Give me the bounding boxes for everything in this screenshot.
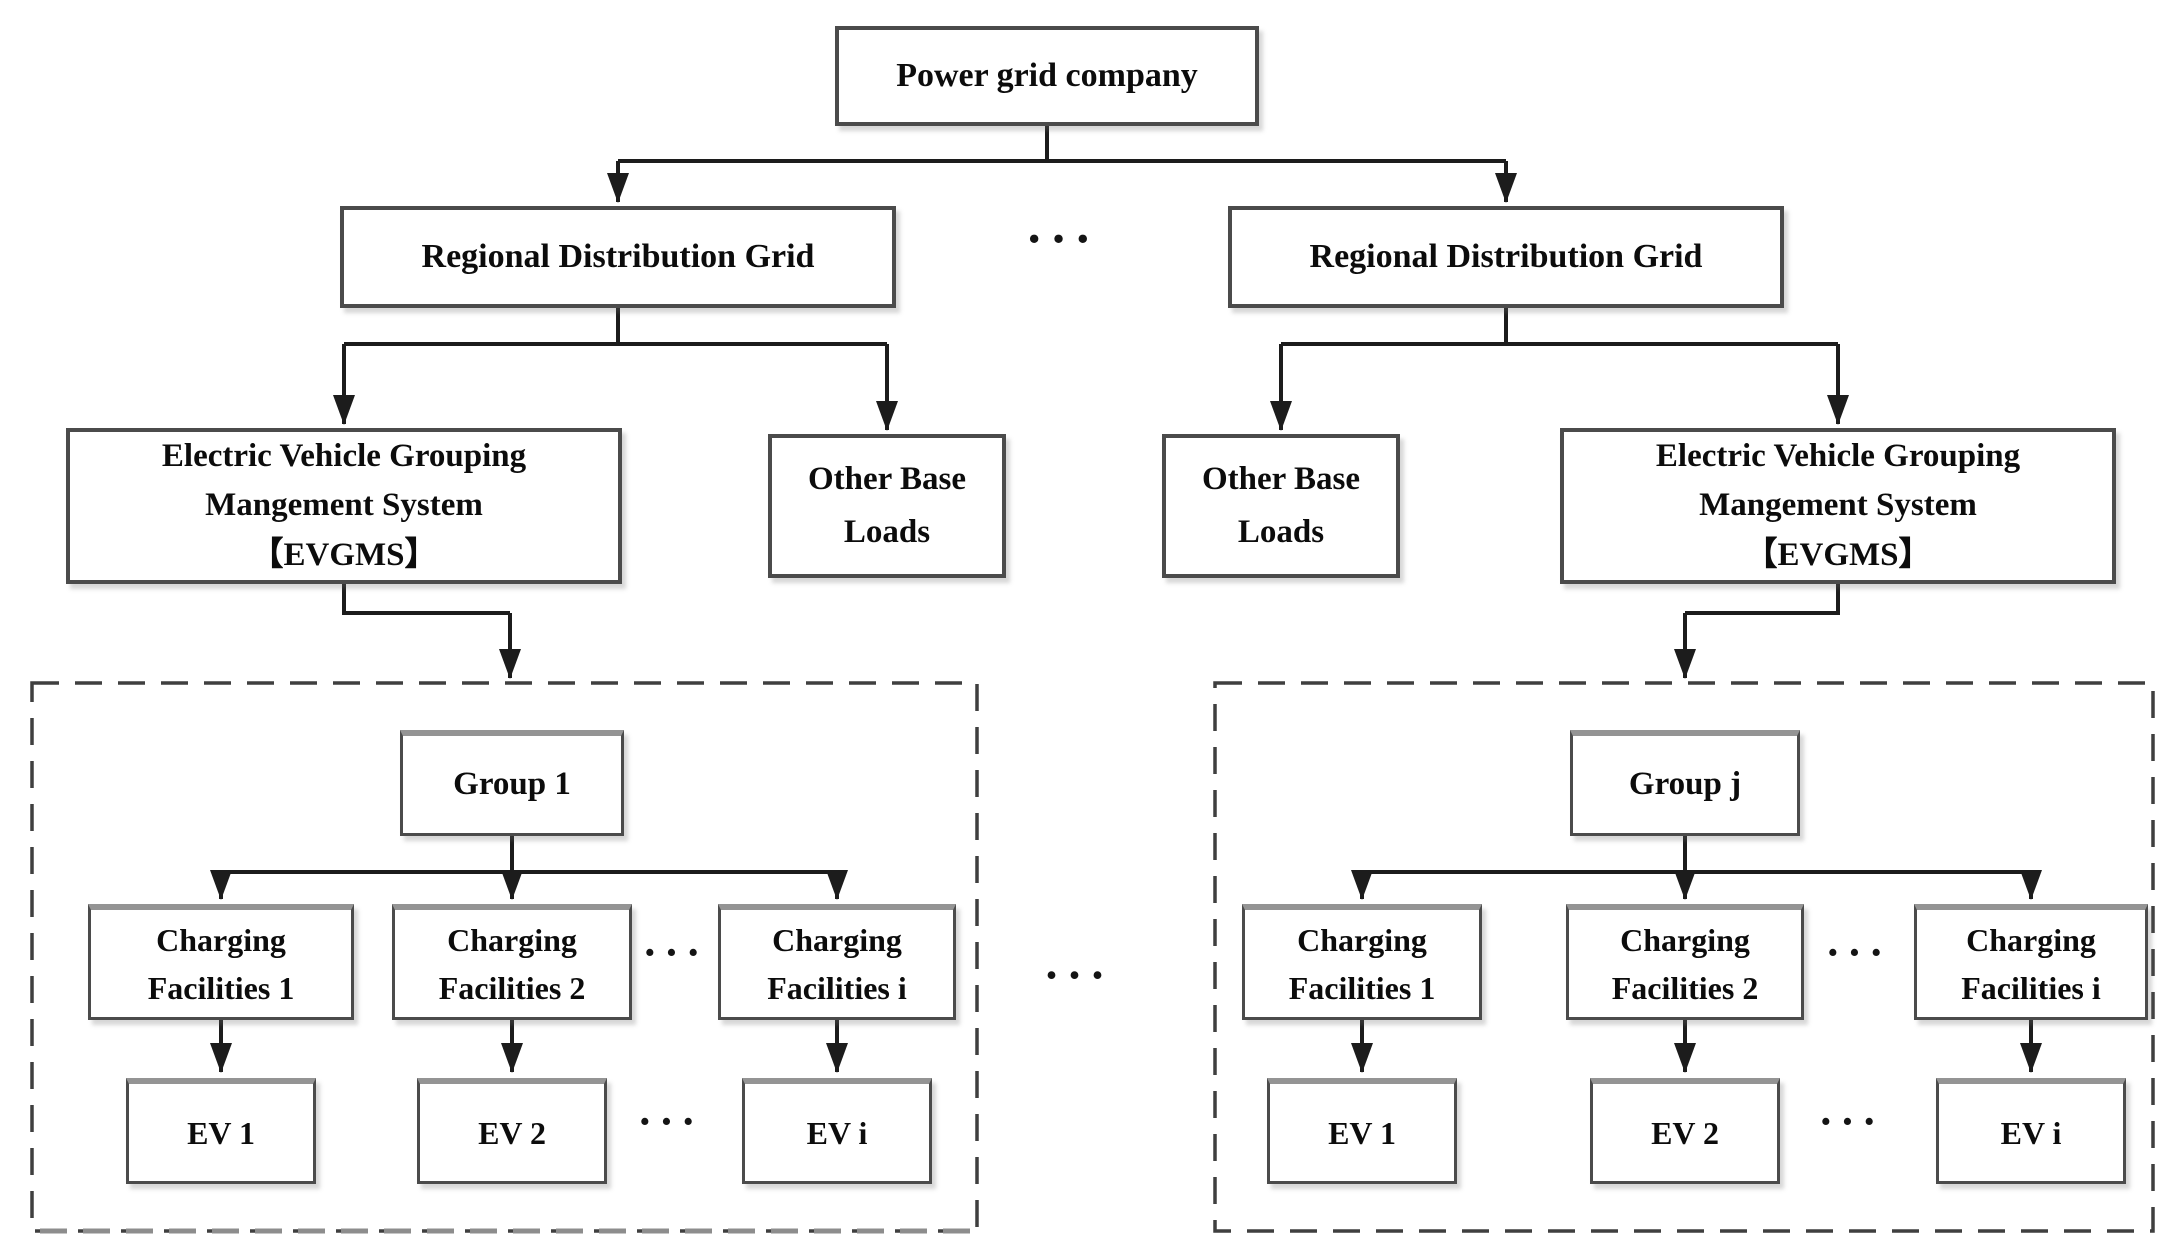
charging-facilities-1-left-node: Charging Facilities 1 <box>88 904 354 1020</box>
edges-groupj-to-charging <box>1351 836 2042 900</box>
ev-2-left-node: EV 2 <box>417 1078 607 1184</box>
edge-evgms-left-to-group-container <box>342 584 521 679</box>
ellipsis-groups: ··· <box>1043 949 1113 1002</box>
ev-2-right-node: EV 2 <box>1590 1078 1780 1184</box>
group-container-right-boundary <box>1213 681 2155 1233</box>
edges-root-to-regional <box>607 126 1517 203</box>
charging-facilities-i-right-node: Charging Facilities i <box>1914 904 2148 1020</box>
ellipsis-ev-left: ··· <box>637 1097 703 1146</box>
charging-facilities-1-right-node: Charging Facilities 1 <box>1242 904 1482 1020</box>
group-1-node: Group 1 <box>400 730 624 836</box>
ev-i-left-node: EV i <box>742 1078 932 1184</box>
other-base-loads-left-node: Other Base Loads <box>768 434 1006 578</box>
edges-regional-left-to-children <box>333 308 898 431</box>
ellipsis-charging-left: ··· <box>642 928 708 977</box>
evgms-right-node: Electric Vehicle Grouping Mangement Syst… <box>1560 428 2116 584</box>
edges-regional-right-to-children <box>1270 308 1849 431</box>
charging-facilities-i-left-node: Charging Facilities i <box>718 904 956 1020</box>
ellipsis-regional: ··· <box>1025 211 1099 268</box>
edge-evgms-right-to-group-container <box>1674 584 1840 679</box>
charging-facilities-2-left-node: Charging Facilities 2 <box>392 904 632 1020</box>
other-base-loads-right-node: Other Base Loads <box>1162 434 1400 578</box>
ev-i-right-node: EV i <box>1936 1078 2126 1184</box>
charging-facilities-2-right-node: Charging Facilities 2 <box>1566 904 1804 1020</box>
ellipsis-charging-right: ··· <box>1825 928 1891 977</box>
evgms-left-node: Electric Vehicle Grouping Mangement Syst… <box>66 428 622 584</box>
ev-1-right-node: EV 1 <box>1267 1078 1457 1184</box>
regional-distribution-grid-left-node: Regional Distribution Grid <box>340 206 896 308</box>
edges-group1-to-charging <box>210 836 848 900</box>
ellipsis-ev-right: ··· <box>1818 1097 1884 1146</box>
group-j-node: Group j <box>1570 730 1800 836</box>
group-container-left-boundary <box>30 681 979 1234</box>
regional-distribution-grid-right-node: Regional Distribution Grid <box>1228 206 1784 308</box>
ev-1-left-node: EV 1 <box>126 1078 316 1184</box>
edges-charging-to-ev <box>210 1020 2042 1073</box>
power-grid-company-node: Power grid company <box>835 26 1259 126</box>
